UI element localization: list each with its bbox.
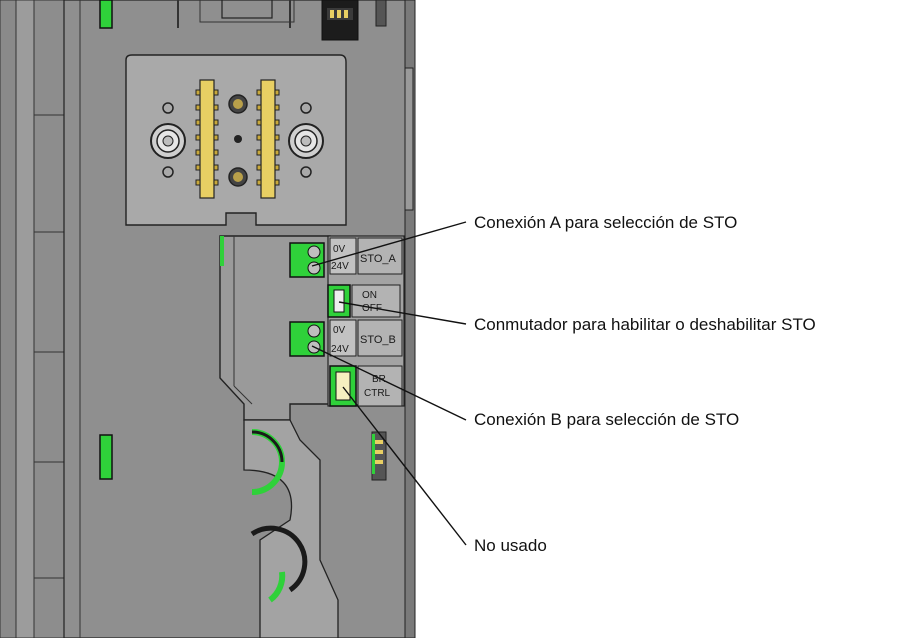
sto-a-24v-label: 24V [331, 261, 349, 272]
br-label: BR [372, 374, 386, 385]
callout-sto-switch: Conmutador para habilitar o deshabilitar… [474, 315, 816, 334]
terminal-labels: 0V 24V STO_A ON OFF 0V 24V STO_B BR CTRL [331, 244, 397, 399]
ctrl-label: CTRL [364, 388, 391, 399]
sto-a-0v-label: 0V [333, 244, 346, 255]
sto-b-name-label: STO_B [360, 334, 396, 346]
callout-sto-b: Conexión B para selección de STO [474, 410, 740, 429]
callout-sto-a: Conexión A para selección de STO [474, 213, 738, 232]
mounting-plate [125, 54, 347, 226]
leader-line-sto-b [311, 345, 467, 421]
leader-line-unused [342, 386, 467, 546]
leader-line-sto-switch [338, 301, 467, 325]
leader-lines [311, 221, 467, 546]
sto-b-24v-label: 24V [331, 344, 349, 355]
cable-cutouts [99, 419, 387, 639]
callout-unused: No usado [474, 536, 547, 555]
switch-off-label: OFF [362, 303, 382, 314]
side-rail [0, 0, 65, 639]
terminal-area [219, 235, 405, 421]
switch-on-label: ON [362, 290, 377, 301]
sto-b-0v-label: 0V [333, 325, 346, 336]
leader-line-sto-a [311, 221, 467, 267]
top-details [99, 0, 387, 41]
sto-a-name-label: STO_A [360, 253, 397, 265]
